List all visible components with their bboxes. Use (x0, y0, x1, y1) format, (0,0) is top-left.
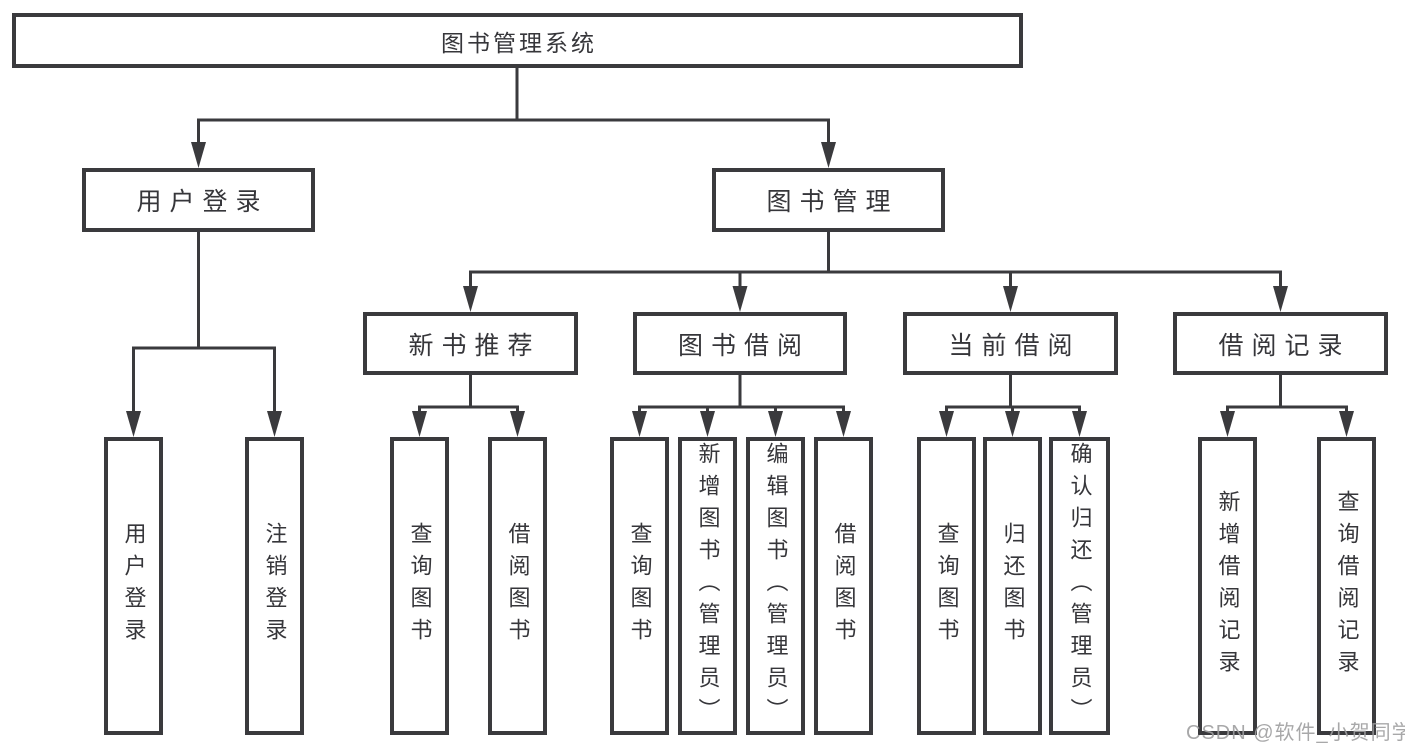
leaf-confirm-return-admin: 确认归还（管理员） (1049, 437, 1110, 735)
node-label: 用户登录 (136, 188, 269, 216)
node-book-borrowing: 图书借阅 (633, 312, 847, 375)
node-label: 图书借阅 (677, 331, 810, 360)
leaf-query-books-borrowing: 查询图书 (610, 437, 669, 735)
node-label: 借阅记录 (1218, 331, 1351, 360)
connector-arrowheads (126, 142, 1354, 437)
node-label: 图书管理 (766, 188, 899, 216)
node-current-borrowing: 当前借阅 (903, 312, 1118, 375)
leaf-query-borrow-record: 查询借阅记录 (1317, 437, 1376, 735)
leaf-borrow-books-borrowing: 借阅图书 (814, 437, 873, 735)
leaf-query-books-recommend: 查询图书 (390, 437, 449, 735)
node-book-management: 图书管理 (712, 168, 945, 232)
node-new-book-recommend: 新书推荐 (363, 312, 578, 375)
csdn-watermark: CSDN @软件_小贺同学 (1186, 722, 1405, 744)
node-label: 用户登录 (121, 522, 147, 650)
node-label: 编辑图书（管理员） (763, 442, 789, 730)
node-label: 新书推荐 (408, 331, 541, 360)
node-label: 借阅图书 (831, 522, 857, 650)
node-label: 确认归还（管理员） (1067, 442, 1093, 730)
node-borrowing-records: 借阅记录 (1173, 312, 1388, 375)
node-label: 图书管理系统 (441, 29, 597, 56)
leaf-logout: 注销登录 (245, 437, 304, 735)
leaf-user-login: 用户登录 (104, 437, 163, 735)
leaf-return-books: 归还图书 (983, 437, 1042, 735)
leaf-edit-books-admin: 编辑图书（管理员） (746, 437, 805, 735)
leaf-add-books-admin: 新增图书（管理员） (678, 437, 737, 735)
leaf-borrow-books-recommend: 借阅图书 (488, 437, 547, 735)
node-label: 注销登录 (262, 522, 288, 650)
node-label: 查询图书 (407, 522, 433, 650)
node-label: 新增图书（管理员） (695, 442, 721, 730)
node-label: 借阅图书 (505, 522, 531, 650)
node-label: 查询图书 (627, 522, 653, 650)
node-label: 归还图书 (1000, 522, 1026, 650)
node-label: 新增借阅记录 (1215, 490, 1241, 682)
node-label: 查询借阅记录 (1334, 490, 1360, 682)
node-root-system: 图书管理系统 (12, 13, 1023, 68)
node-label: 查询图书 (934, 522, 960, 650)
node-label: 当前借阅 (948, 331, 1081, 360)
leaf-add-borrow-record: 新增借阅记录 (1198, 437, 1257, 735)
leaf-query-books-current: 查询图书 (917, 437, 976, 735)
node-user-login: 用户登录 (82, 168, 315, 232)
